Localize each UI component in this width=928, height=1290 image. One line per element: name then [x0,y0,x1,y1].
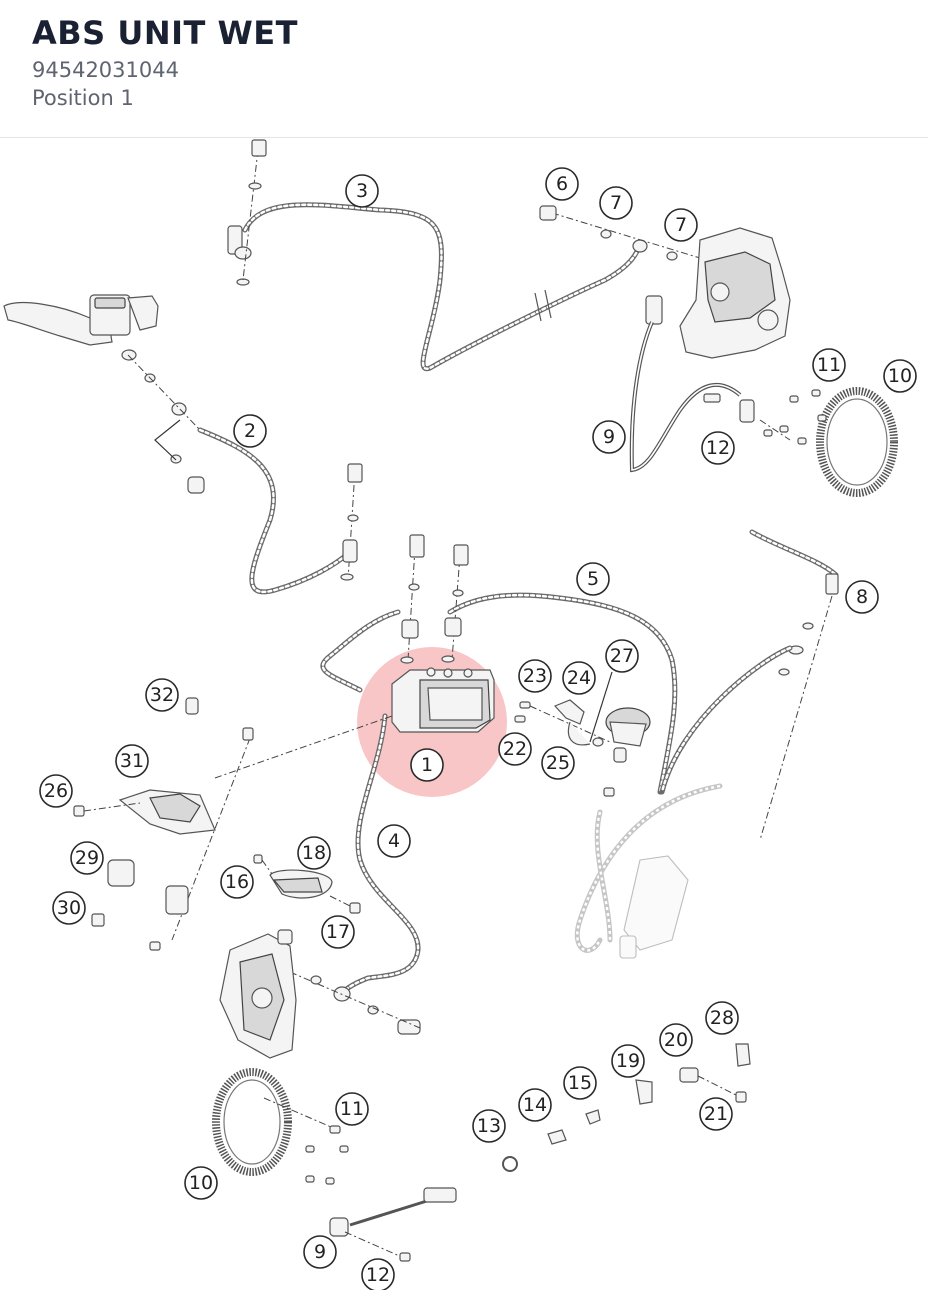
small-fasteners-group [502,1043,751,1172]
callout-25[interactable]: 25 [541,746,575,780]
svg-text:30: 30 [57,897,81,919]
callout-23[interactable]: 23 [518,659,552,693]
callout-1[interactable]: 1 [410,748,444,782]
page-header: ABS UNIT WET 94542031044 Position 1 [0,0,928,138]
callout-16[interactable]: 16 [220,865,254,899]
svg-text:20: 20 [664,1029,688,1051]
callout-29[interactable]: 29 [70,841,104,875]
callout-20[interactable]: 20 [659,1023,693,1057]
svg-text:2: 2 [244,420,256,442]
callout-11-bottom[interactable]: 11 [335,1092,369,1126]
callout-21[interactable]: 21 [699,1097,733,1131]
callout-28[interactable]: 28 [705,1001,739,1035]
callout-12-top[interactable]: 12 [701,431,735,465]
svg-text:31: 31 [120,750,144,772]
page-title: ABS UNIT WET [32,14,298,52]
callout-24[interactable]: 24 [562,661,596,695]
callout-30[interactable]: 30 [52,891,86,925]
mounting-bracket-group [73,697,254,951]
callout-10-top[interactable]: 10 [883,359,917,393]
callout-32[interactable]: 32 [145,678,179,712]
front-brake-hose-2 [197,427,363,595]
svg-text:12: 12 [366,1264,390,1286]
wheel-speed-sensor-bottom [329,1187,457,1262]
svg-text:13: 13 [477,1115,501,1137]
svg-text:4: 4 [388,830,400,852]
hose-5-and-lines [320,534,678,795]
callout-5[interactable]: 5 [576,562,610,596]
callout-13[interactable]: 13 [472,1109,506,1143]
callout-9-top[interactable]: 9 [592,420,626,454]
svg-text:10: 10 [888,365,912,387]
callout-11-top[interactable]: 11 [812,348,846,382]
callout-2[interactable]: 2 [233,414,267,448]
rear-caliper [219,929,297,1059]
exploded-diagram: 1 2 3 4 5 6 7 7 8 9 9 10 10 11 11 12 12 … [3,139,917,1290]
svg-text:19: 19 [616,1050,640,1072]
abs-tone-ring-top [763,387,898,497]
hose-8-and-rear-master [574,529,839,959]
svg-text:1: 1 [421,754,433,776]
svg-text:23: 23 [523,665,547,687]
callout-3[interactable]: 3 [345,174,379,208]
svg-text:3: 3 [356,180,368,202]
callout-7b[interactable]: 7 [664,208,698,242]
wheel-speed-sensor-top [629,321,791,473]
svg-text:17: 17 [326,921,350,943]
svg-text:9: 9 [314,1241,326,1263]
svg-text:21: 21 [704,1103,728,1125]
callout-6[interactable]: 6 [545,167,579,201]
svg-text:26: 26 [44,780,68,802]
callout-12-bottom[interactable]: 12 [361,1258,395,1290]
svg-text:5: 5 [587,568,599,590]
callout-17[interactable]: 17 [321,915,355,949]
svg-text:7: 7 [610,192,622,214]
svg-text:14: 14 [523,1094,547,1116]
front-master-cylinder [3,294,205,494]
callout-15[interactable]: 15 [563,1066,597,1100]
svg-text:11: 11 [817,354,841,376]
position-label: Position 1 [32,86,134,110]
callout-26[interactable]: 26 [39,774,73,808]
rear-reservoir-group [514,671,651,797]
svg-text:25: 25 [546,752,570,774]
svg-text:22: 22 [503,738,527,760]
svg-text:10: 10 [189,1172,213,1194]
svg-text:27: 27 [610,645,634,667]
callout-14[interactable]: 14 [518,1088,552,1122]
svg-text:6: 6 [556,173,568,195]
front-caliper-right [539,205,791,359]
abs-unit [171,667,495,941]
svg-text:16: 16 [225,871,249,893]
svg-text:7: 7 [675,214,687,236]
callout-7a[interactable]: 7 [599,186,633,220]
callout-22[interactable]: 22 [498,732,532,766]
svg-text:18: 18 [302,842,326,864]
callout-31[interactable]: 31 [115,744,149,778]
callout-19[interactable]: 19 [611,1044,645,1078]
svg-text:9: 9 [603,426,615,448]
callout-27[interactable]: 27 [605,639,639,673]
callout-9-bottom[interactable]: 9 [303,1235,337,1269]
svg-text:28: 28 [710,1007,734,1029]
callout-10-bottom[interactable]: 10 [184,1166,218,1200]
svg-text:24: 24 [567,667,591,689]
callout-18[interactable]: 18 [297,836,331,870]
svg-text:11: 11 [340,1098,364,1120]
svg-text:12: 12 [706,437,730,459]
svg-text:32: 32 [150,684,174,706]
front-brake-hose-3 [227,139,648,372]
part-number: 94542031044 [32,58,179,82]
svg-text:29: 29 [75,847,99,869]
callout-8[interactable]: 8 [845,580,879,614]
abs-tone-ring-bottom [212,1068,349,1185]
svg-text:15: 15 [568,1072,592,1094]
callout-4[interactable]: 4 [377,824,411,858]
rear-brake-hose-4 [289,713,421,1035]
svg-text:8: 8 [856,586,868,608]
hose-clamp-group [253,854,361,914]
